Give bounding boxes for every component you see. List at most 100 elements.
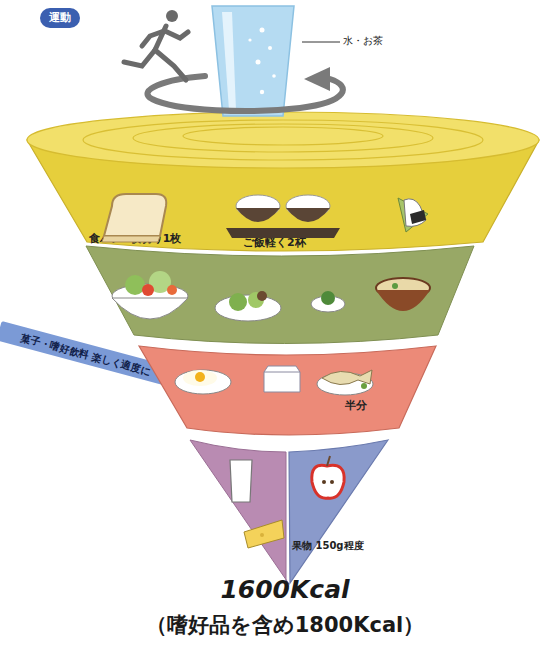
tofu bbox=[264, 366, 300, 392]
carrot bbox=[167, 285, 177, 295]
tray bbox=[226, 228, 340, 238]
water-label: 水・お茶 bbox=[343, 35, 383, 47]
greens bbox=[229, 293, 247, 311]
small-dish bbox=[311, 291, 345, 312]
swirl-arrow bbox=[148, 67, 343, 111]
fish bbox=[322, 370, 372, 385]
bowl bbox=[236, 208, 280, 222]
grain-band-shape bbox=[83, 120, 483, 160]
milk-glass bbox=[230, 460, 252, 502]
apple-body bbox=[312, 465, 344, 498]
bubble bbox=[248, 38, 251, 41]
dairy-segment-shape bbox=[190, 440, 289, 584]
apple-seed bbox=[330, 480, 334, 484]
protein-band-shape bbox=[139, 346, 436, 435]
cheese-wedge bbox=[244, 520, 284, 548]
dairy-segment bbox=[190, 440, 289, 584]
runner-arm bbox=[165, 31, 188, 38]
grain-band-outline bbox=[25, 110, 545, 252]
glass-highlight bbox=[222, 12, 236, 110]
rice bbox=[286, 195, 330, 217]
tofu-block bbox=[264, 366, 300, 392]
swirl-line bbox=[148, 76, 343, 111]
glass-body bbox=[212, 6, 294, 116]
plate bbox=[175, 370, 231, 394]
grain-band-shape bbox=[27, 112, 539, 168]
garnish bbox=[392, 283, 398, 289]
tomato bbox=[142, 284, 154, 296]
mushroom bbox=[257, 291, 267, 301]
runner-head bbox=[166, 10, 178, 22]
apple-stem bbox=[327, 456, 330, 466]
bowl bbox=[286, 208, 330, 222]
protein-band-outline bbox=[135, 340, 440, 435]
lettuce bbox=[149, 271, 171, 293]
soup bbox=[376, 278, 430, 298]
fruit-amount: 果物 150g程度 bbox=[292, 540, 364, 551]
exercise-pill: 運動 bbox=[40, 8, 80, 28]
calorie-main: 1600Kcal bbox=[60, 576, 510, 605]
vegetable-band-shape bbox=[86, 246, 474, 344]
salad-bowl bbox=[112, 271, 188, 319]
garnish bbox=[361, 383, 367, 389]
bowl-body bbox=[376, 290, 430, 311]
plate bbox=[215, 295, 281, 321]
runner-arm bbox=[142, 31, 164, 46]
bread-edge bbox=[102, 236, 160, 242]
bread-shape bbox=[104, 194, 166, 236]
bubble bbox=[268, 46, 272, 50]
leaf bbox=[398, 198, 428, 232]
onigiri bbox=[404, 199, 426, 227]
greens bbox=[248, 292, 264, 308]
cheese bbox=[244, 520, 284, 548]
water-glass bbox=[212, 6, 294, 116]
soup-bowl bbox=[376, 278, 430, 311]
bubble bbox=[256, 60, 261, 65]
bowl-body bbox=[112, 298, 188, 319]
bubble bbox=[260, 28, 265, 33]
fruit-segment-outline bbox=[288, 436, 390, 586]
apple bbox=[312, 456, 344, 498]
half-note: 半分 bbox=[345, 400, 367, 412]
bubble bbox=[260, 90, 264, 94]
rice-ball bbox=[398, 198, 428, 232]
grain-band-shape bbox=[133, 124, 433, 152]
fruit-segment: 果物 150g程度 bbox=[288, 436, 390, 586]
bread-amount: 食パン6枚切り1枚 bbox=[89, 233, 181, 245]
rice-bowls bbox=[226, 195, 340, 238]
plate bbox=[317, 373, 373, 395]
lettuce bbox=[125, 275, 145, 295]
nori bbox=[410, 210, 426, 224]
egg-white bbox=[183, 370, 217, 386]
leader-line bbox=[302, 42, 340, 43]
rice bbox=[236, 195, 280, 217]
bubble bbox=[272, 74, 276, 78]
bowl-rim bbox=[112, 284, 188, 308]
milk bbox=[230, 460, 252, 502]
egg-plate bbox=[175, 370, 231, 394]
egg-yolk bbox=[195, 372, 205, 382]
calorie-note: （嗜好品を含め1800Kcal） bbox=[20, 613, 550, 637]
greens bbox=[321, 291, 335, 305]
bread-slice bbox=[102, 194, 166, 242]
protein-band: 半分 bbox=[135, 340, 440, 435]
grain-band: 食パン6枚切り1枚 ご飯軽く2杯 bbox=[25, 110, 545, 252]
exercise-text: 運動 bbox=[40, 8, 80, 28]
vegetable-band bbox=[86, 246, 474, 344]
runner-leg bbox=[124, 50, 155, 66]
rice-amount: ご飯軽く2杯 bbox=[243, 237, 306, 249]
swirl-arrowhead bbox=[304, 67, 330, 91]
tofu-edge bbox=[264, 372, 300, 373]
vegetable-plate bbox=[215, 291, 281, 321]
runner-figure bbox=[124, 10, 188, 80]
runner-body bbox=[155, 26, 166, 50]
apple-seed bbox=[322, 480, 326, 484]
dish bbox=[311, 296, 345, 312]
grain-band-shape bbox=[183, 127, 383, 145]
fruit-segment-shape bbox=[289, 440, 388, 583]
fish-plate bbox=[317, 370, 373, 395]
runner-leg bbox=[155, 50, 186, 80]
cheese-hole bbox=[260, 533, 264, 537]
